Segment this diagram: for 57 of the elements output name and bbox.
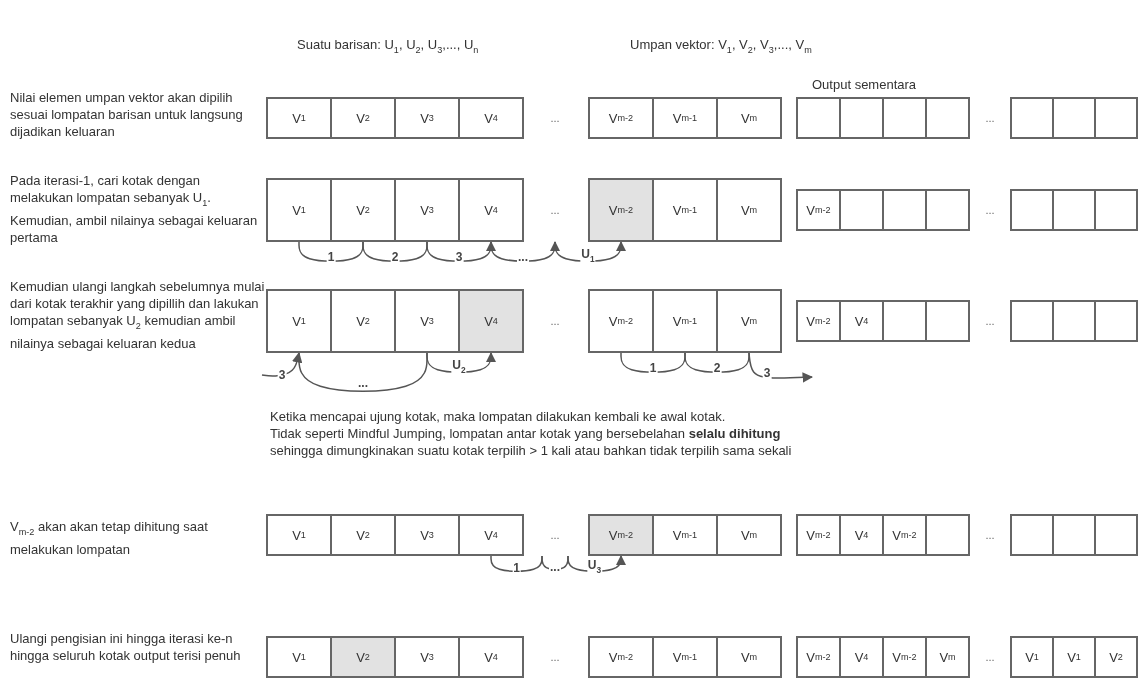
output-cell — [1094, 189, 1138, 231]
edge-label: 1 — [512, 561, 521, 575]
output-cell — [882, 300, 927, 342]
ellipsis: ... — [975, 97, 1005, 139]
output-cell — [925, 514, 970, 556]
step-description: Kemudian ulangi langkah sebelumnya mulai dari kotak terakhir yang dipillih dan lakukan lompatan sebanyak U$_{2}$ kemudian ambil nilainya sebagai keluaran kedua — [10, 278, 266, 352]
ellipsis: ... — [975, 636, 1005, 678]
output-cell — [882, 189, 927, 231]
ellipsis: ... — [540, 178, 570, 242]
edge-label: 3 — [454, 250, 464, 264]
output-cell — [1052, 514, 1096, 556]
step-description: Pada iterasi-1, cari kotak dengan melakukan lompatan sebanyak U$_{1}$. Kemudian, ambil nilainya sebagai keluaran pertama — [10, 172, 259, 246]
jump-arrow — [567, 554, 627, 573]
output-cell — [1094, 97, 1138, 139]
output-cell — [925, 97, 970, 139]
step-description: Nilai elemen umpan vektor akan dipilih sesuai lompatan barisan untuk langsung dijadikan keluaran — [10, 89, 244, 140]
ellipsis: ... — [540, 289, 570, 353]
output-cell — [1052, 97, 1096, 139]
edge-label: 3 — [762, 366, 772, 380]
note-text: Tidak seperti Mindful Jumping, lompatan antar kotak yang bersebelahan selalu dihitung sehingga dimungkinakan suatu kotak terpilih > 1 kali atau bahkan tidak terpilih sama sekali — [270, 425, 793, 459]
edge-label: 1 — [648, 361, 658, 375]
edge-label: 2 — [390, 250, 400, 264]
edge-label: 1 — [326, 250, 336, 264]
output-cell — [1010, 189, 1054, 231]
output-cell — [839, 189, 884, 231]
ellipsis: ... — [975, 189, 1005, 231]
output-cell — [925, 189, 970, 231]
ellipsis: ... — [540, 636, 570, 678]
ellipsis: ... — [540, 97, 570, 139]
ellipsis: ... — [975, 300, 1005, 342]
output-cell — [1010, 514, 1054, 556]
edge-label: 3 — [277, 368, 287, 382]
jump-arrow — [426, 240, 497, 262]
heading-text: Suatu barisan: U$_{1}$, U$_{2}$, U$_{3}$,..., U$_{n}$ — [297, 36, 479, 57]
heading-text: Umpan vektor: V$_{1}$, V$_{2}$, V$_{3}$,..., V$_{m}$ — [630, 36, 812, 57]
ellipsis: ... — [975, 514, 1005, 556]
note-text: Ketika mencapai ujung kotak, maka lompatan dilakukan kembali ke awal kotak. — [270, 408, 727, 425]
step-description: Ulangi pengisian ini hingga iterasi ke-n hingga seluruh kotak output terisi penuh — [10, 630, 242, 664]
output-cell — [882, 97, 927, 139]
output-cell — [1094, 300, 1138, 342]
jump-arrow — [426, 351, 497, 373]
output-cell — [796, 97, 841, 139]
edge-label: 2 — [712, 361, 722, 375]
heading-text: Output sementara — [812, 76, 917, 93]
jump-arrow — [554, 240, 627, 262]
output-cell — [1010, 97, 1054, 139]
output-cell — [1010, 300, 1054, 342]
jump-arrow — [490, 240, 561, 262]
step-description: V$_{m-2}$ akan akan tetap dihitung saat melakukan lompatan — [10, 518, 209, 558]
jump-arrow — [261, 351, 303, 377]
jump-arrow — [748, 352, 814, 383]
ellipsis: ... — [540, 514, 570, 556]
output-cell — [1052, 300, 1096, 342]
output-cell — [839, 97, 884, 139]
output-cell — [1094, 514, 1138, 556]
output-cell — [925, 300, 970, 342]
output-cell — [1052, 189, 1096, 231]
